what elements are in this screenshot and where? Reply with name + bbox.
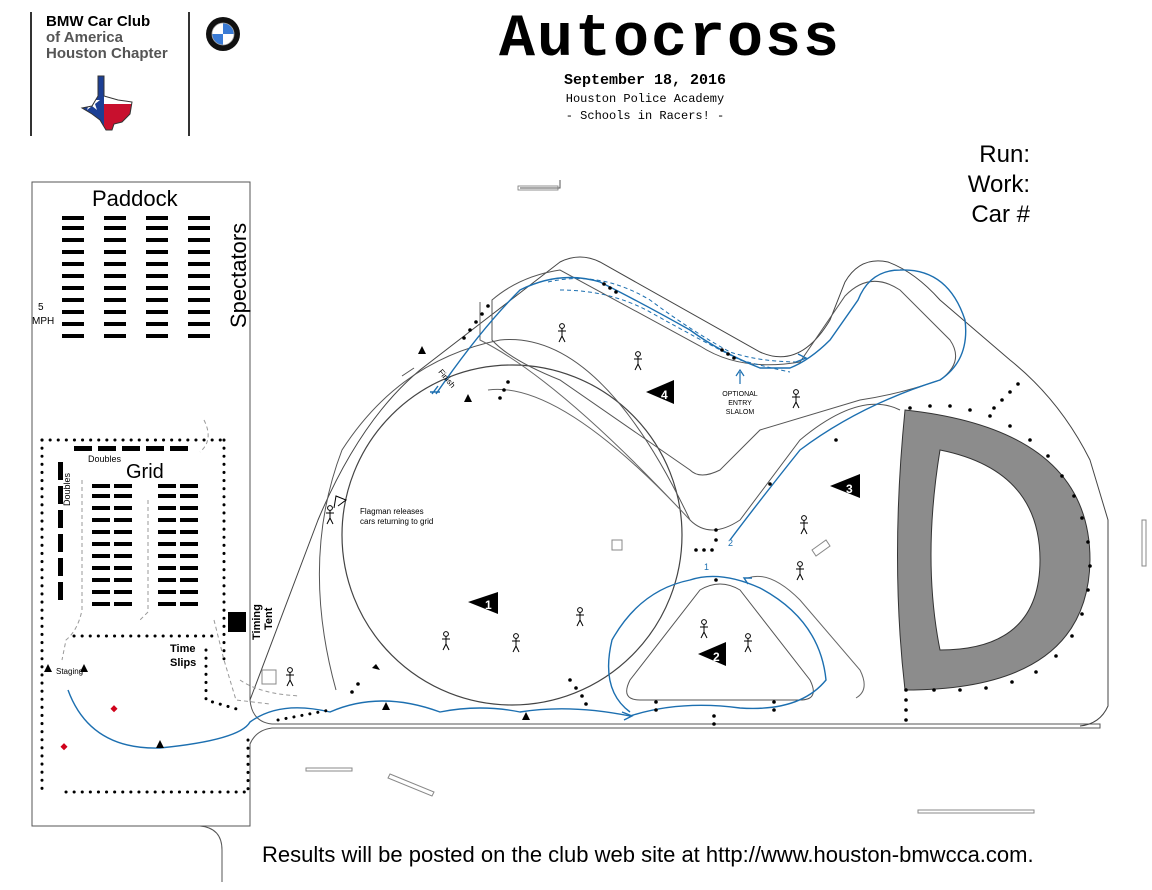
- course-arrow-right: [742, 577, 752, 585]
- page-title: Autocross: [498, 6, 842, 74]
- club-name-line-1: BMW Car Club: [46, 13, 151, 30]
- time-slips-line-1: Time: [170, 643, 195, 655]
- paddock-parking: [62, 216, 210, 338]
- cones: [350, 282, 1020, 726]
- staging-label: Staging: [56, 667, 83, 676]
- timing-tent: [228, 612, 246, 632]
- finish-arrow: [430, 385, 440, 395]
- slalom-note-line-3: SLALOM: [726, 409, 755, 416]
- bmw-roundel-logo: [206, 17, 240, 51]
- logo-divider-left: [30, 12, 32, 136]
- skid-pad-cones: [908, 404, 1092, 692]
- slalom-note-line-2: ENTRY: [728, 400, 752, 407]
- timing-tent-line-2: Tent: [263, 607, 275, 630]
- club-name: BMW Car Club of America Houston Chapter: [46, 14, 168, 62]
- work-station-3-label: 3: [846, 482, 853, 496]
- triangle-infield: [626, 583, 814, 701]
- lot-outline: [31, 181, 1101, 827]
- paddock-label: Paddock: [92, 186, 179, 211]
- red-marker: [110, 705, 118, 713]
- timing-tent-line-1: Timing: [251, 604, 263, 640]
- skid-pad-inner: [930, 449, 1041, 651]
- event-date: September 18, 2016: [563, 72, 727, 89]
- slalom-note-line-1: OPTIONAL: [722, 391, 758, 398]
- course-arrow-bottom: [621, 711, 634, 721]
- grid-parking: [58, 446, 198, 606]
- big-circle-pad: [341, 364, 683, 706]
- course-line: [67, 269, 967, 749]
- lot-exit: [199, 825, 223, 882]
- finish-label: Finish: [436, 368, 457, 390]
- work-station-2-label: 2: [713, 650, 720, 664]
- work-station-4-label: 4: [661, 388, 668, 402]
- work-station-markers: [468, 380, 860, 666]
- barrier-top: [517, 185, 559, 191]
- right-road-edge: [747, 575, 865, 699]
- road-center-edges: [479, 302, 691, 521]
- flag-icon: [333, 495, 348, 509]
- club-name-line-3: Houston Chapter: [46, 45, 168, 62]
- pavement-fragment: [401, 180, 561, 377]
- upper-infield: [491, 269, 957, 476]
- results-note: Results will be posted on the club web s…: [262, 842, 1034, 867]
- event-venue: Houston Police Academy: [565, 92, 725, 106]
- slalom-arrow: [735, 368, 745, 384]
- work-station-1-label: 1: [485, 598, 492, 612]
- speed-limit-line-2: MPH: [32, 316, 54, 327]
- event-theme: - Schools in Racers! -: [565, 109, 725, 123]
- map-fragments: [261, 519, 1147, 814]
- doubles-label-top: Doubles: [88, 454, 122, 464]
- speed-limit-line-1: 5: [38, 302, 44, 313]
- texas-flag-logo: [80, 75, 133, 131]
- direction-mark-1: 1: [704, 562, 709, 572]
- flagman-note-line-1: Flagman releases: [360, 507, 424, 516]
- work-label: Work:: [967, 171, 1030, 198]
- club-name-line-2: of America: [46, 29, 123, 46]
- red-marker: [60, 743, 68, 751]
- return-paths: [61, 419, 301, 705]
- doubles-label-side: Doubles: [62, 472, 72, 506]
- optional-slalom-line: [547, 278, 801, 363]
- direction-mark-2: 2: [728, 538, 733, 548]
- grid-boundary: [40, 438, 332, 794]
- run-card: Run: Work: Car #: [900, 140, 1030, 230]
- road-inner-edge: [318, 339, 901, 691]
- flagman-note-line-2: cars returning to grid: [360, 517, 433, 526]
- time-slips-line-2: Slips: [170, 657, 196, 669]
- spectators-label: Spectators: [226, 223, 251, 328]
- grid-label: Grid: [126, 461, 164, 483]
- optional-slalom-line-2: [559, 289, 791, 373]
- course-arrow-top: [795, 353, 808, 363]
- logo-divider-right: [188, 12, 190, 136]
- car-number-label: Car #: [971, 201, 1030, 228]
- cone-markers: [44, 346, 530, 748]
- corner-worker-icons: [286, 323, 808, 687]
- run-label: Run:: [979, 141, 1030, 168]
